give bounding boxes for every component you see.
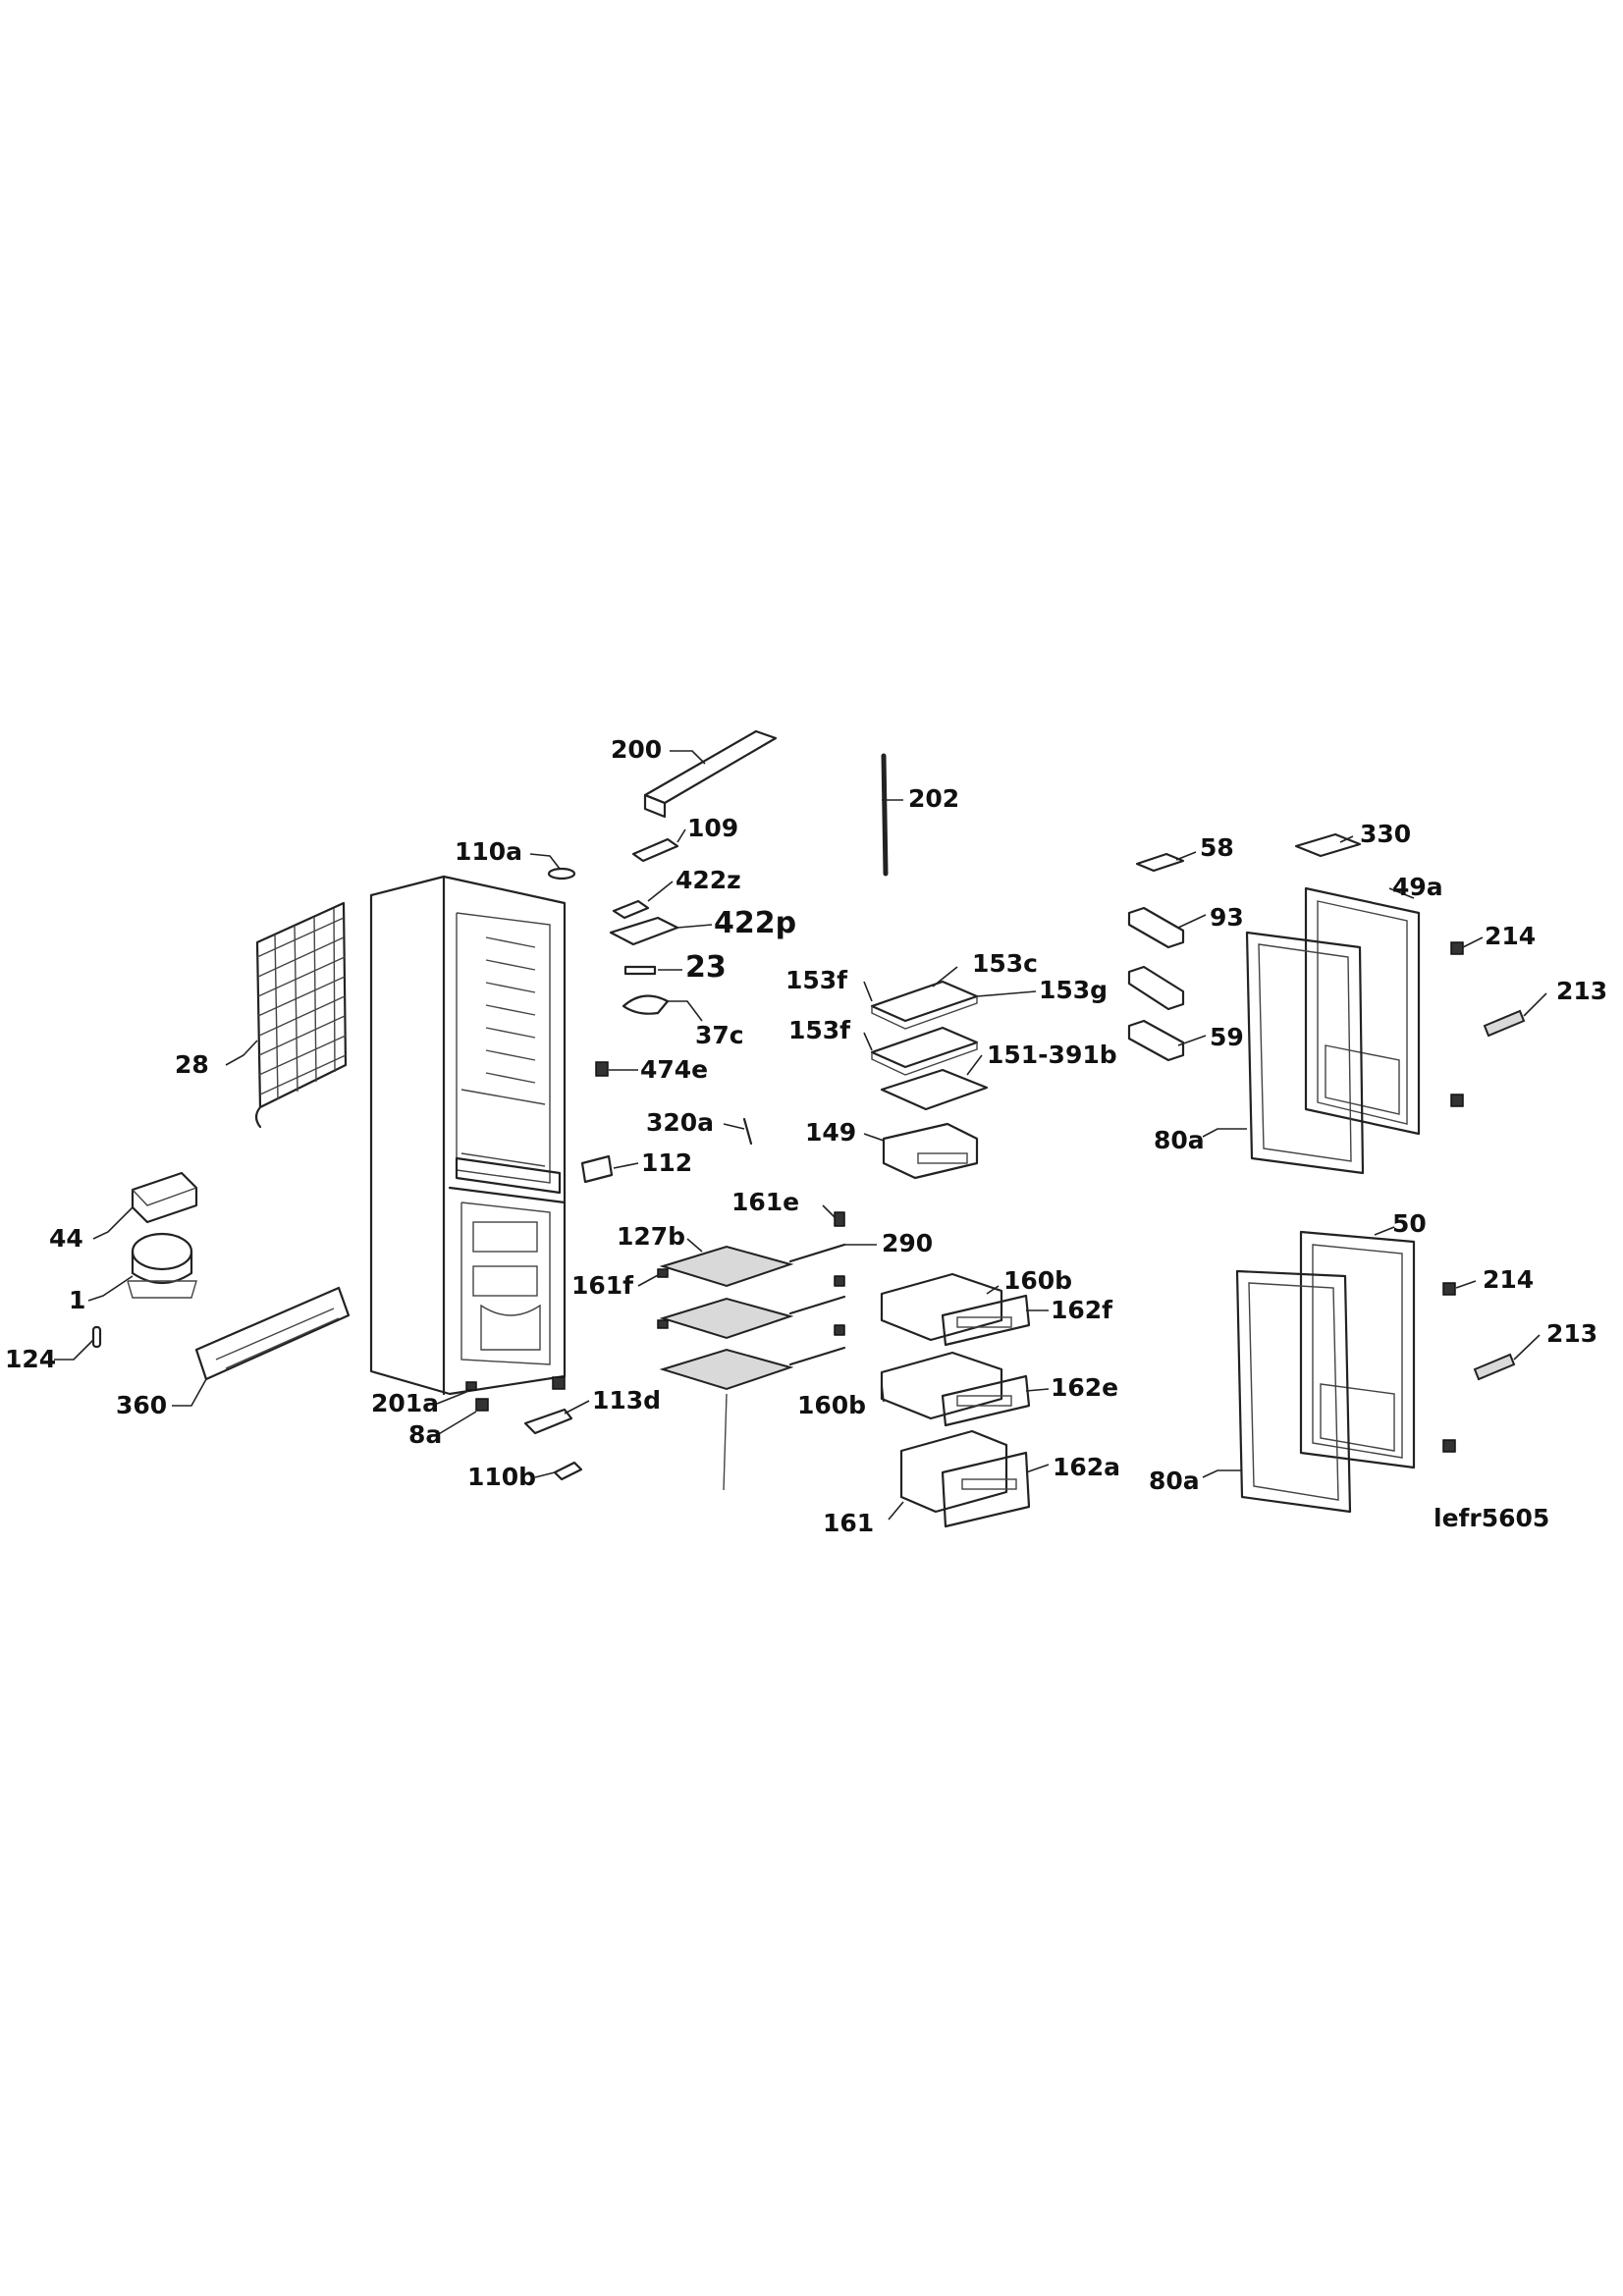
part-110a	[547, 867, 576, 881]
label-213-b: 213	[1546, 1319, 1597, 1348]
part-37c	[622, 994, 670, 1015]
label-290: 290	[882, 1229, 933, 1257]
label-161: 161	[823, 1509, 874, 1537]
label-201a: 201a	[371, 1389, 439, 1417]
label-200: 200	[611, 735, 662, 764]
part-422p	[609, 916, 679, 946]
rods-part-290	[788, 1211, 846, 1366]
part-474e	[595, 1061, 609, 1077]
freezer-gasket-part-80a	[1235, 1269, 1352, 1514]
leader-lines	[54, 750, 1547, 1521]
door-bin-middle	[1127, 965, 1185, 1011]
label-422z: 422z	[676, 866, 741, 894]
freezer-shelf-3	[659, 1348, 794, 1391]
part-109	[631, 837, 679, 863]
label-44: 44	[49, 1224, 83, 1253]
fan-housing-part-44	[131, 1171, 198, 1224]
compressor-part-1	[127, 1232, 197, 1299]
label-8a: 8a	[408, 1420, 442, 1449]
label-59: 59	[1210, 1023, 1244, 1051]
label-149: 149	[805, 1118, 856, 1147]
label-113d: 113d	[592, 1386, 661, 1415]
hinge-part-214-lower	[1442, 1282, 1456, 1453]
clips-part-161f	[657, 1268, 669, 1329]
fridge-gasket-part-80a	[1245, 931, 1365, 1175]
label-110a: 110a	[455, 837, 522, 866]
label-213-a: 213	[1556, 977, 1607, 1005]
part-112	[580, 1154, 614, 1184]
label-474e: 474e	[640, 1055, 708, 1084]
label-162a: 162a	[1053, 1453, 1120, 1481]
freezer-door-part-50	[1299, 1230, 1416, 1469]
label-153f-b: 153f	[788, 1016, 851, 1044]
label-151-391b: 151-391b	[987, 1041, 1117, 1069]
label-80a-b: 80a	[1149, 1467, 1200, 1495]
part-422z	[612, 899, 650, 920]
part-320a	[742, 1117, 753, 1146]
label-161e: 161e	[731, 1188, 799, 1216]
hinge-part-214	[1450, 941, 1464, 1107]
label-160b-b: 160b	[797, 1391, 866, 1419]
label-28: 28	[175, 1050, 209, 1079]
fridge-cabinet	[369, 875, 567, 1396]
label-202: 202	[908, 784, 959, 813]
foot-part-8a	[475, 1376, 566, 1412]
label-80a-a: 80a	[1154, 1126, 1205, 1154]
drawer-160b-middle	[880, 1351, 1031, 1427]
label-330: 330	[1360, 820, 1411, 848]
door-bin-part-59	[1127, 1019, 1185, 1062]
glass-shelf-lower	[870, 1026, 979, 1076]
freezer-shelf-1	[659, 1245, 794, 1288]
freezer-shelf-2	[659, 1297, 794, 1340]
label-153c: 153c	[972, 949, 1038, 978]
drawer-161-lower	[899, 1429, 1031, 1528]
part-labels: 200 202 109 110a 422z 422p 23 37c 474e 3…	[5, 735, 1607, 1537]
crisper-part-149	[882, 1122, 979, 1180]
label-162f: 162f	[1051, 1296, 1113, 1324]
label-93: 93	[1210, 903, 1244, 932]
label-23: 23	[685, 950, 727, 985]
label-1: 1	[69, 1286, 85, 1314]
part-23	[623, 965, 657, 976]
egg-tray-part-58	[1135, 852, 1185, 873]
condenser-part-28	[254, 901, 348, 1129]
part-110b	[553, 1461, 583, 1481]
label-112: 112	[641, 1148, 692, 1177]
bracket-part-360	[194, 1286, 351, 1381]
label-360: 360	[116, 1391, 167, 1419]
tray-part-330	[1294, 832, 1362, 858]
top-cover-part-200	[643, 729, 778, 819]
drawer-160b-upper	[880, 1272, 1031, 1347]
label-124: 124	[5, 1345, 56, 1373]
label-50: 50	[1392, 1209, 1427, 1238]
label-422p: 422p	[714, 906, 796, 940]
fridge-door-part-49a	[1304, 886, 1421, 1136]
label-127b: 127b	[617, 1222, 685, 1251]
gasket-strip-part-202	[881, 753, 889, 877]
clip-part-124	[91, 1325, 102, 1349]
part-113d	[523, 1408, 573, 1435]
label-109: 109	[687, 814, 738, 842]
handle-part-213	[1483, 1009, 1526, 1038]
label-160b-a: 160b	[1003, 1266, 1072, 1295]
model-code-label: lefr5605	[1434, 1504, 1549, 1532]
label-49a: 49a	[1392, 873, 1443, 901]
handle-part-213-lower	[1473, 1353, 1516, 1381]
glass-shelf-upper	[870, 980, 979, 1030]
cover-glass-part-151	[880, 1068, 989, 1111]
label-161f: 161f	[571, 1271, 634, 1300]
label-58: 58	[1200, 833, 1234, 862]
label-214-a: 214	[1485, 922, 1536, 950]
label-153f-a: 153f	[785, 966, 848, 994]
label-320a: 320a	[646, 1108, 714, 1137]
label-110b: 110b	[467, 1463, 536, 1491]
label-153g: 153g	[1039, 976, 1108, 1004]
label-37c: 37c	[695, 1021, 744, 1049]
part-201a	[465, 1381, 477, 1391]
label-162e: 162e	[1051, 1373, 1118, 1402]
label-214-b: 214	[1483, 1265, 1534, 1294]
door-bin-part-93	[1127, 906, 1185, 949]
